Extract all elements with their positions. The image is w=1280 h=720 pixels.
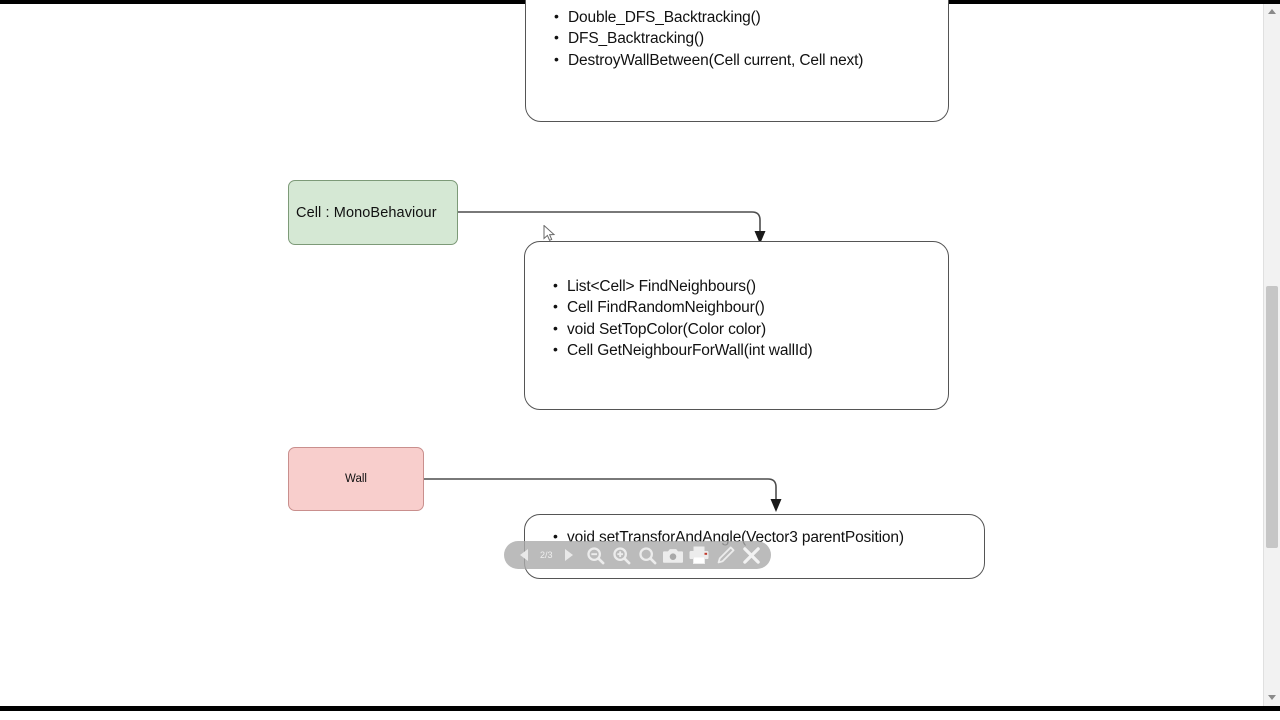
scroll-down-button[interactable] — [1264, 690, 1280, 706]
method-item: Cell GetNeighbourForWall(int wallId) — [553, 339, 938, 361]
uml-class-diagram: Double_DFS_Backtracking() DFS_Backtracki… — [0, 0, 1252, 706]
zoom-in-button[interactable] — [610, 544, 633, 566]
cursor-arrow-icon — [543, 224, 556, 241]
printer-icon — [689, 546, 709, 564]
annotate-button[interactable] — [714, 544, 737, 566]
chevron-up-icon — [1268, 9, 1276, 14]
mouse-cursor — [543, 224, 557, 243]
method-box-maze[interactable]: Double_DFS_Backtracking() DFS_Backtracki… — [525, 0, 949, 122]
next-page-button[interactable] — [558, 544, 581, 566]
close-button[interactable] — [740, 544, 763, 566]
close-icon — [742, 546, 760, 564]
chevron-left-icon — [519, 549, 528, 561]
class-node-wall-title: Wall — [345, 473, 367, 485]
connector-wall-to-methods — [424, 478, 777, 501]
method-item: Double_DFS_Backtracking() — [554, 6, 938, 28]
zoom-in-icon — [612, 546, 630, 564]
pencil-icon — [717, 546, 734, 563]
method-list-maze: Double_DFS_Backtracking() DFS_Backtracki… — [526, 0, 948, 71]
print-button[interactable] — [688, 544, 711, 566]
below-letterbox-strip — [0, 711, 1280, 720]
prev-page-button[interactable] — [512, 544, 535, 566]
chevron-right-icon — [565, 549, 574, 561]
document-page-surface[interactable]: Double_DFS_Backtracking() DFS_Backtracki… — [0, 0, 1252, 706]
method-box-cell[interactable]: List<Cell> FindNeighbours() Cell FindRan… — [524, 241, 949, 410]
camera-icon — [663, 548, 684, 563]
viewer-floating-toolbar[interactable]: 2/3 — [504, 541, 771, 569]
zoom-out-icon — [586, 546, 604, 564]
zoom-out-button[interactable] — [584, 544, 607, 566]
class-node-wall[interactable]: Wall — [288, 447, 424, 511]
method-item: List<Cell> FindNeighbours() — [553, 275, 938, 297]
page-indicator: 2/3 — [540, 550, 553, 560]
scroll-up-button[interactable] — [1264, 4, 1280, 20]
magnifier-icon — [638, 546, 656, 564]
class-node-cell-title: Cell : MonoBehaviour — [296, 204, 437, 221]
method-item: Cell FindRandomNeighbour() — [553, 296, 938, 318]
bottom-letterbox-bar — [0, 706, 1280, 711]
arrowhead-wall — [770, 499, 782, 512]
connector-cell-to-methods — [458, 211, 761, 234]
chevron-down-icon — [1268, 695, 1276, 700]
method-item: DFS_Backtracking() — [554, 27, 938, 49]
method-list-cell: List<Cell> FindNeighbours() Cell FindRan… — [525, 242, 948, 362]
class-node-cell[interactable]: Cell : MonoBehaviour — [288, 180, 458, 245]
method-item: void SetTopColor(Color color) — [553, 318, 938, 340]
scrollbar-thumb[interactable] — [1266, 286, 1278, 548]
method-item: DestroyWallBetween(Cell current, Cell ne… — [554, 49, 938, 71]
vertical-scrollbar[interactable] — [1263, 4, 1280, 706]
zoom-fit-button[interactable] — [636, 544, 659, 566]
snapshot-button[interactable] — [662, 544, 685, 566]
